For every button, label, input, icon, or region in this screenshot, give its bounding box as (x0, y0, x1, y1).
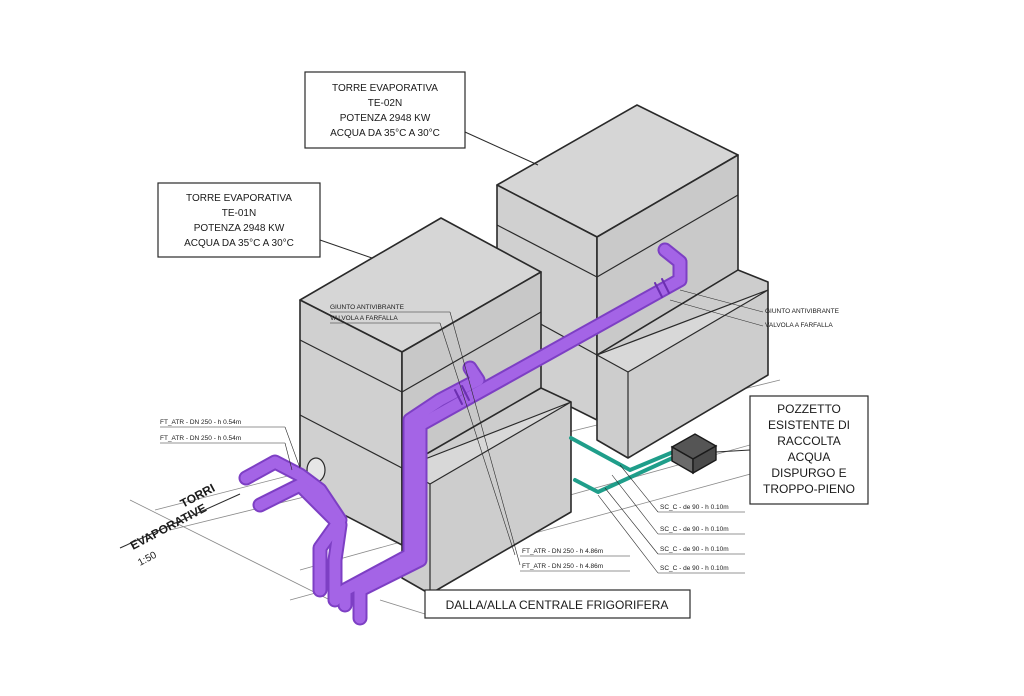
from-plant-label: DALLA/ALLA CENTRALE FRIGORIFERA (446, 598, 669, 612)
well-line-6: TROPPO-PIENO (763, 482, 855, 496)
callout-tower-2: TORRE EVAPORATIVA TE-02N POTENZA 2948 KW… (304, 71, 539, 166)
bottom-pipe-labels: FT_ATR - DN 250 - h 4.86m FT_ATR - DN 25… (520, 548, 630, 572)
left-pipe-label-2: FT_ATR - DN 250 - h 0.54m (160, 435, 241, 442)
tower-te-02n (496, 104, 769, 459)
well-line-3: RACCOLTA (777, 434, 841, 448)
callout-tower-1: TORRE EVAPORATIVA TE-01N POTENZA 2948 KW… (157, 182, 373, 259)
well-line-4: ACQUA (788, 450, 831, 464)
drain-label-4: SC_C - de 90 - h 0.10m (660, 565, 729, 572)
bottom-pipe-label-1: FT_ATR - DN 250 - h 4.86m (522, 548, 603, 555)
joint-left-2: VALVOLA A FARFALLA (330, 315, 398, 322)
joint-labels-right: GIUNTO ANTIVIBRANTE VALVOLA A FARFALLA (669, 289, 840, 329)
bottom-pipe-label-2: FT_ATR - DN 250 - h 4.86m (522, 563, 603, 570)
tower-1-line-4: ACQUA DA 35°C A 30°C (184, 238, 294, 249)
tower-2-line-2: TE-02N (368, 98, 402, 109)
drain-labels: SC_C - de 90 - h 0.10m SC_C - de 90 - h … (597, 464, 745, 574)
main-pipes (238, 242, 688, 626)
tower-2-line-4: ACQUA DA 35°C A 30°C (330, 128, 440, 139)
callout-well: POZZETTO ESISTENTE DI RACCOLTA ACQUA DIS… (715, 395, 869, 505)
well-line-5: DISPURGO E (771, 466, 846, 480)
tower-1-line-2: TE-01N (222, 208, 256, 219)
drain-well (670, 433, 718, 475)
drain-label-2: SC_C - de 90 - h 0.10m (660, 526, 729, 533)
section-label-3: 1:50 (136, 550, 159, 569)
tower-1-line-3: POTENZA 2948 KW (194, 223, 285, 234)
drain-pipes (569, 436, 692, 494)
tower-2-line-1: TORRE EVAPORATIVA (332, 83, 438, 94)
well-line-1: POZZETTO (777, 402, 841, 416)
joint-right-2: VALVOLA A FARFALLA (765, 322, 833, 329)
drain-label-1: SC_C - de 90 - h 0.10m (660, 504, 729, 511)
section-label: TORRI EVAPORATIVE 1:50 (119, 481, 241, 569)
well-line-2: ESISTENTE DI (768, 418, 850, 432)
callout-plant: DALLA/ALLA CENTRALE FRIGORIFERA (424, 589, 691, 619)
left-pipe-labels: FT_ATR - DN 250 - h 0.54m FT_ATR - DN 25… (160, 419, 301, 471)
joint-labels-left: GIUNTO ANTIVIBRANTE VALVOLA A FARFALLA (330, 304, 521, 566)
left-pipe-label-1: FT_ATR - DN 250 - h 0.54m (160, 419, 241, 426)
joint-right-1: GIUNTO ANTIVIBRANTE (765, 308, 840, 315)
joint-left-1: GIUNTO ANTIVIBRANTE (330, 304, 405, 311)
drain-label-3: SC_C - de 90 - h 0.10m (660, 546, 729, 553)
tower-1-line-1: TORRE EVAPORATIVA (186, 193, 292, 204)
tower-2-line-3: POTENZA 2948 KW (340, 113, 431, 124)
